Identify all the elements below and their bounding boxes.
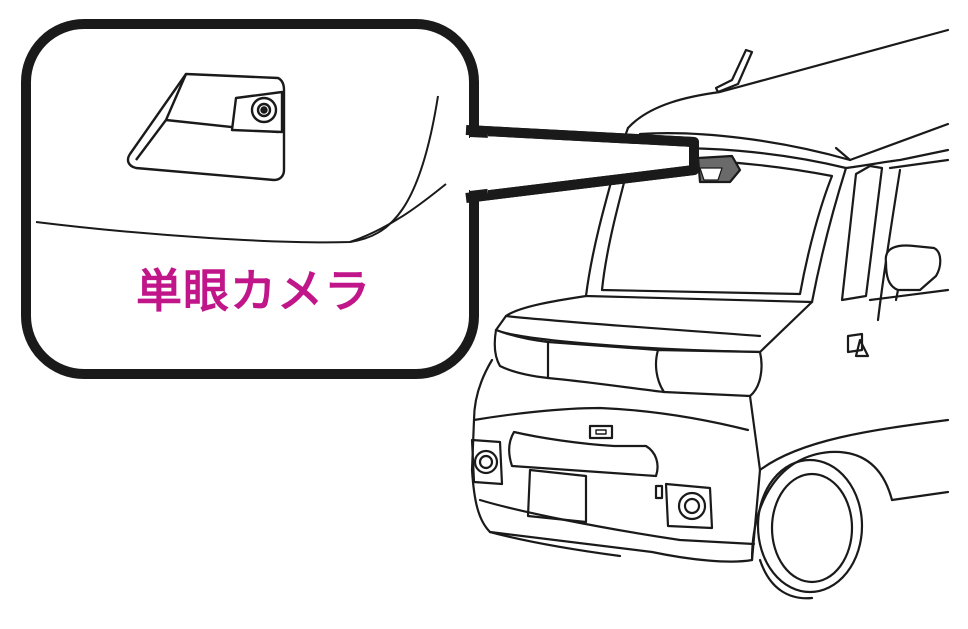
side-mirror bbox=[884, 244, 942, 292]
windshield-frame bbox=[584, 146, 848, 304]
callout-label: 単眼カメラ bbox=[136, 264, 371, 318]
zoom-camera-module bbox=[126, 72, 286, 182]
front-bumper bbox=[470, 358, 762, 563]
car-roof bbox=[626, 28, 950, 130]
fog-lamp-left bbox=[470, 438, 504, 486]
headlight-right bbox=[654, 348, 763, 398]
license-plate bbox=[526, 468, 588, 524]
camera-lens-icon bbox=[250, 96, 278, 124]
car-antenna bbox=[714, 48, 754, 94]
callout-bubble bbox=[21, 19, 699, 379]
fog-lamp-right bbox=[664, 482, 714, 530]
front-emblem bbox=[588, 424, 614, 440]
headlight-left bbox=[493, 328, 550, 380]
front-wheel bbox=[756, 458, 864, 600]
zoom-windshield-line bbox=[35, 95, 439, 244]
car-illustration bbox=[470, 28, 950, 600]
